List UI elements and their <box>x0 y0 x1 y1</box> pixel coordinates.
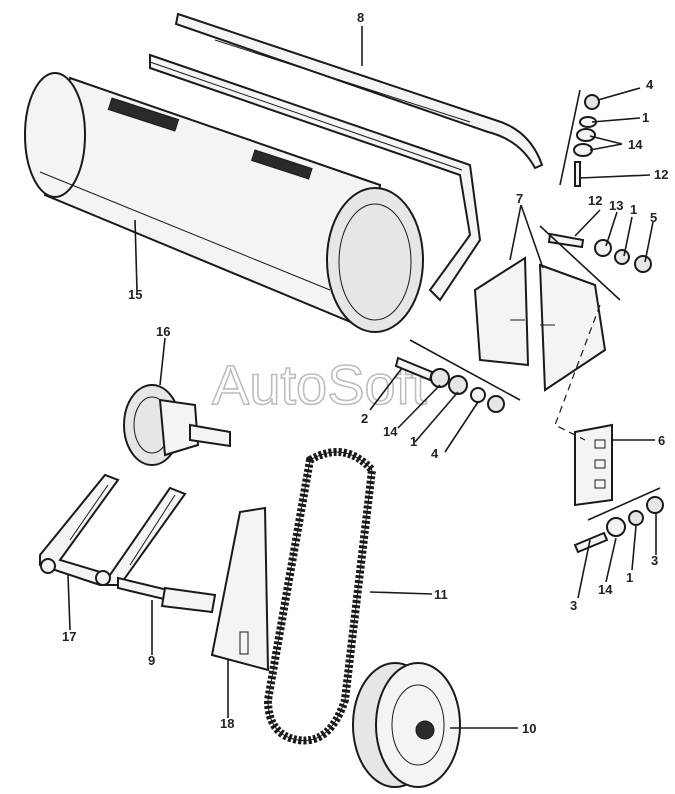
callout-17: 17 <box>62 629 76 644</box>
callout-15: 15 <box>128 287 142 302</box>
part-7-side-plates <box>473 256 607 392</box>
part-9-rod <box>117 576 217 614</box>
callout-16: 16 <box>156 324 170 339</box>
callout-14-center: 14 <box>383 424 398 439</box>
callout-18: 18 <box>220 716 234 731</box>
assembly-dashed-line <box>554 304 601 441</box>
part-10-sprocket <box>352 662 461 788</box>
callout-3-right: 3 <box>651 553 658 568</box>
callout-1-lower: 1 <box>626 570 633 585</box>
callout-13: 13 <box>609 198 623 213</box>
part-15-cylinder-housing <box>24 53 482 333</box>
callouts: 8 4 1 14 12 12 13 1 5 7 15 16 2 14 1 4 6… <box>62 10 668 736</box>
part-6-bracket <box>574 423 613 507</box>
callout-5: 5 <box>650 210 657 225</box>
callout-12-top: 12 <box>654 167 668 182</box>
callout-8: 8 <box>357 10 364 25</box>
callout-1-center: 1 <box>410 434 417 449</box>
callout-10: 10 <box>522 721 536 736</box>
part-18-plate <box>210 506 270 672</box>
callout-14-lower: 14 <box>598 582 613 597</box>
callout-2: 2 <box>361 411 368 426</box>
callout-4-center: 4 <box>431 446 439 461</box>
callout-11: 11 <box>434 587 448 602</box>
callout-9: 9 <box>148 653 155 668</box>
watermark-text: AutoSoft <box>212 353 427 416</box>
fastener-group-center <box>394 339 521 413</box>
part-11-belt <box>263 448 377 745</box>
fastener-group-lower-right <box>573 487 664 554</box>
callout-6: 6 <box>658 433 665 448</box>
part-16-pulley <box>123 384 231 466</box>
callout-7: 7 <box>516 191 523 206</box>
leader-lines <box>67 26 657 729</box>
part-8-cover <box>174 12 544 170</box>
fastener-group-top-right <box>559 89 600 187</box>
fastener-group-mid-right <box>539 225 652 301</box>
callout-12-mid: 12 <box>588 193 602 208</box>
callout-4-top: 4 <box>646 77 654 92</box>
callout-3-lower: 3 <box>570 598 577 613</box>
callout-14-top: 14 <box>628 137 643 152</box>
callout-1-mid: 1 <box>630 202 637 217</box>
part-17-bracket <box>39 473 187 586</box>
callout-1-top: 1 <box>642 110 649 125</box>
